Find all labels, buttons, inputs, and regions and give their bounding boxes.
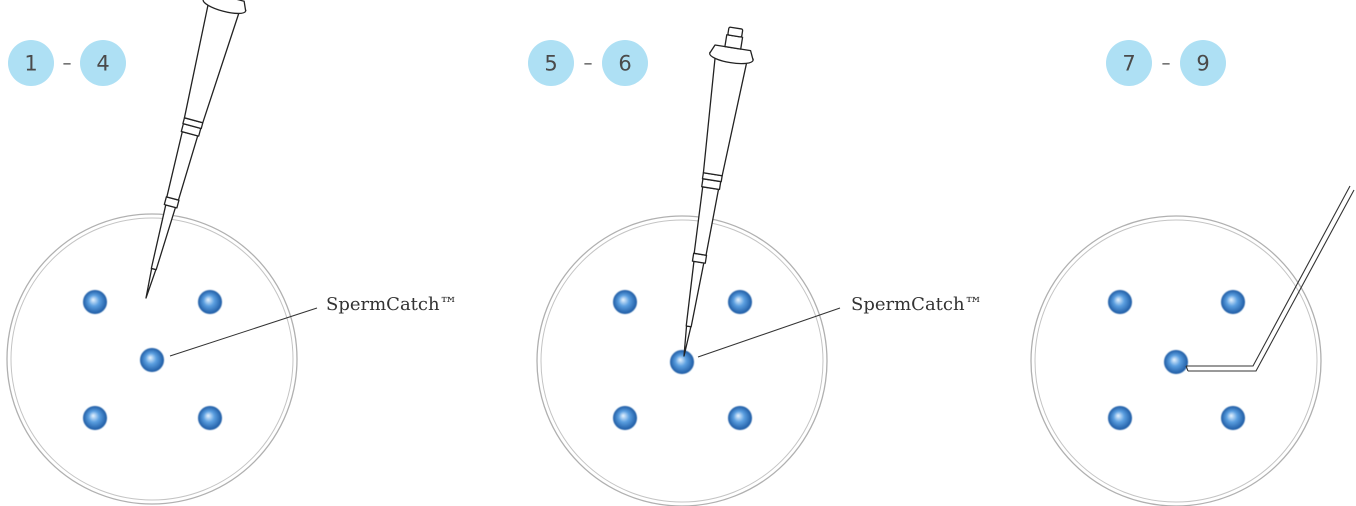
drop xyxy=(613,290,637,314)
drop-center xyxy=(1164,350,1188,374)
callout-label: SpermCatch™ xyxy=(851,294,983,315)
drop xyxy=(613,406,637,430)
step-label: 7 – 9 xyxy=(1106,40,1226,86)
drop xyxy=(1221,406,1245,430)
step-badge-end xyxy=(80,40,126,86)
panel-3: 7 – 9 xyxy=(1030,40,1355,506)
panel-1: 1 – 4 SpermCatch™ xyxy=(6,0,458,505)
drop-center xyxy=(670,350,694,374)
step-number-start: 5 xyxy=(544,52,557,76)
step-dash: – xyxy=(584,53,593,74)
step-number-start: 7 xyxy=(1122,52,1135,76)
drop xyxy=(198,406,222,430)
transfer-needle-icon xyxy=(1185,185,1355,372)
step-dash: – xyxy=(1162,53,1171,74)
medium-drops xyxy=(1108,290,1245,430)
step-number-start: 1 xyxy=(24,52,37,76)
callout: SpermCatch™ xyxy=(697,294,983,358)
step-number-end: 9 xyxy=(1196,52,1209,76)
callout: SpermCatch™ xyxy=(169,294,458,357)
step-badge-start xyxy=(1106,40,1152,86)
drop xyxy=(198,290,222,314)
callout-leader-line xyxy=(169,307,318,357)
step-badge-end xyxy=(1180,40,1226,86)
drop xyxy=(1108,290,1132,314)
step-dash: – xyxy=(63,53,72,74)
drop xyxy=(1221,290,1245,314)
drop xyxy=(728,406,752,430)
step-badge-start xyxy=(8,40,54,86)
drop xyxy=(83,406,107,430)
step-number-end: 4 xyxy=(96,52,109,76)
drop-center xyxy=(140,348,164,372)
step-badge-end xyxy=(602,40,648,86)
step-number-end: 6 xyxy=(618,52,631,76)
medium-drops xyxy=(613,290,752,430)
drop xyxy=(1108,406,1132,430)
callout-label: SpermCatch™ xyxy=(326,294,458,315)
step-label: 1 – 4 xyxy=(8,40,126,86)
panel-2: 5 – 6 SpermCatch™ xyxy=(528,23,983,506)
step-label: 5 – 6 xyxy=(528,40,648,86)
medium-drops xyxy=(83,290,222,430)
drop xyxy=(83,290,107,314)
drop xyxy=(728,290,752,314)
step-badge-start xyxy=(528,40,574,86)
callout-leader-line xyxy=(697,307,841,358)
